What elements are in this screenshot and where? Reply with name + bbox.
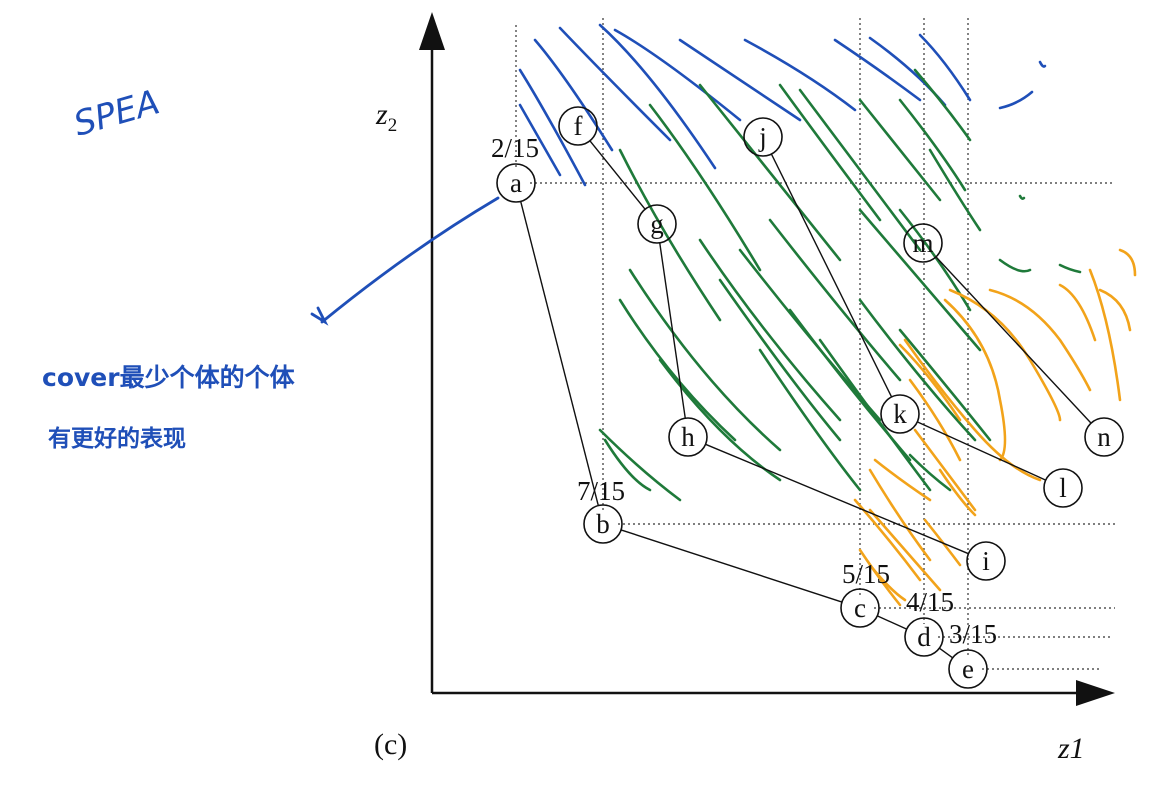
orange-scribbles	[853, 248, 1137, 607]
nodes: a b c d e f g h i j k l m n	[496, 106, 1124, 689]
fitness-label-e: 3/15	[949, 619, 997, 649]
handwritten-annotations: SPEA cover最少个体的个体 有更好的表现	[42, 82, 500, 452]
node-circle	[966, 541, 1006, 581]
node-m: m	[903, 223, 943, 263]
node-circle	[668, 417, 708, 457]
edge-k-l	[917, 421, 1046, 481]
edge-b-c	[620, 529, 843, 603]
node-b: b	[583, 504, 623, 544]
node-circle	[903, 223, 943, 263]
node-label: n	[1097, 422, 1111, 452]
node-circle	[1043, 468, 1083, 508]
fitness-label-b: 7/15	[577, 476, 625, 506]
node-k: k	[880, 394, 920, 434]
node-e: e	[948, 649, 988, 689]
pointer-arrow-icon	[320, 196, 500, 324]
node-i: i	[966, 541, 1006, 581]
node-label: l	[1059, 473, 1067, 503]
node-label: g	[650, 209, 664, 239]
node-n: n	[1084, 417, 1124, 457]
fitness-label-a: 2/15	[491, 133, 539, 163]
edge-g-h	[659, 242, 686, 419]
handwritten-note-line1: cover最少个体的个体	[42, 363, 296, 392]
node-c: c	[840, 588, 880, 628]
edge-m-n	[935, 256, 1092, 424]
node-label: m	[912, 228, 933, 258]
edge-c-d	[877, 615, 907, 630]
edge-j-k	[770, 153, 893, 398]
node-label: c	[854, 593, 866, 623]
edge-a-b	[520, 201, 599, 506]
fitness-labels: 2/15 7/15 5/15 4/153/15	[491, 133, 997, 649]
node-d: d	[904, 617, 944, 657]
node-label: a	[510, 168, 522, 198]
node-circle	[840, 588, 880, 628]
node-circle	[637, 204, 677, 244]
edge-f-g	[589, 140, 646, 210]
blue-hatching	[518, 23, 1047, 187]
handwritten-note-line2: 有更好的表现	[48, 425, 186, 452]
node-circle	[880, 394, 920, 434]
node-label: k	[893, 399, 907, 429]
edges	[520, 140, 1092, 659]
node-label: b	[596, 509, 610, 539]
x-axis-label: z1	[1057, 732, 1085, 765]
axes	[419, 12, 1115, 706]
node-f: f	[558, 106, 598, 146]
dominance-guides	[515, 18, 1115, 670]
node-circle	[558, 106, 598, 146]
node-h: h	[668, 417, 708, 457]
node-label: e	[962, 654, 974, 684]
node-l: l	[1043, 468, 1083, 508]
node-circle	[496, 163, 536, 203]
node-j: j	[743, 117, 783, 157]
node-circle	[743, 117, 783, 157]
node-label: f	[574, 111, 583, 141]
fitness-label-c: 5/15	[842, 559, 890, 589]
edge-d-e	[938, 647, 954, 659]
node-label: i	[982, 546, 990, 576]
node-label: h	[681, 422, 695, 452]
node-circle	[904, 617, 944, 657]
fitness-label-d: 4/15	[906, 587, 954, 617]
x-axis-arrow-icon	[1076, 680, 1115, 706]
y-axis-arrow-icon	[419, 12, 445, 50]
node-circle	[1084, 417, 1124, 457]
node-g: g	[637, 204, 677, 244]
node-a: a	[496, 163, 536, 203]
panel-label: (c)	[374, 728, 407, 761]
green-hatching	[598, 68, 1082, 502]
node-label: j	[758, 122, 767, 152]
pointer-arrow-head-icon	[310, 306, 329, 326]
handwritten-title: SPEA	[69, 82, 163, 144]
y-axis-label: z2	[375, 98, 397, 136]
node-circle	[948, 649, 988, 689]
node-label: d	[917, 622, 931, 652]
edge-h-i	[705, 443, 969, 555]
node-circle	[583, 504, 623, 544]
